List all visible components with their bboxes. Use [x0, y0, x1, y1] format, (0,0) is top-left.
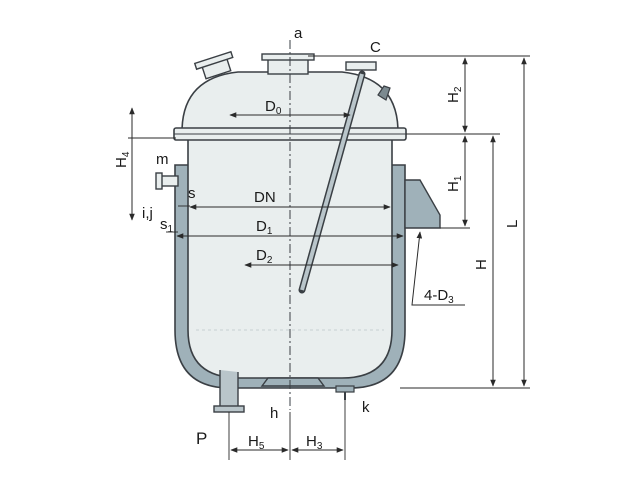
label-p: P [196, 429, 207, 448]
bolt-leader [411, 231, 465, 306]
label-d0: D0 [265, 98, 282, 117]
label-dn: DN [254, 189, 276, 206]
label-h4: H4 [113, 151, 132, 168]
label-s: s [188, 185, 196, 202]
thermowell [298, 61, 377, 294]
label-h3: H3 [306, 433, 323, 452]
support-lug [404, 179, 441, 229]
label-k: k [362, 399, 370, 416]
left-nozzle [193, 50, 234, 80]
label-m: m [156, 151, 169, 168]
label-ij: i,j [142, 205, 153, 222]
bottom-outlet-p [219, 370, 239, 409]
label-L: L [504, 220, 521, 228]
label-d2: D2 [256, 247, 273, 266]
label-h2: H2 [445, 86, 464, 103]
label-h1: H1 [445, 175, 464, 192]
nozzle-k [335, 385, 355, 393]
label-h: h [270, 405, 278, 422]
label-a: a [294, 25, 303, 42]
label-d1: D1 [256, 218, 273, 237]
label-c: C [370, 39, 381, 56]
label-s1: s1 [160, 216, 174, 235]
bottom-drain-h [260, 377, 326, 387]
label-h5: H5 [248, 433, 265, 452]
label-bolts: 4-D3 [424, 287, 454, 306]
right-small-nozzle [377, 85, 391, 101]
label-H: H [473, 259, 490, 270]
